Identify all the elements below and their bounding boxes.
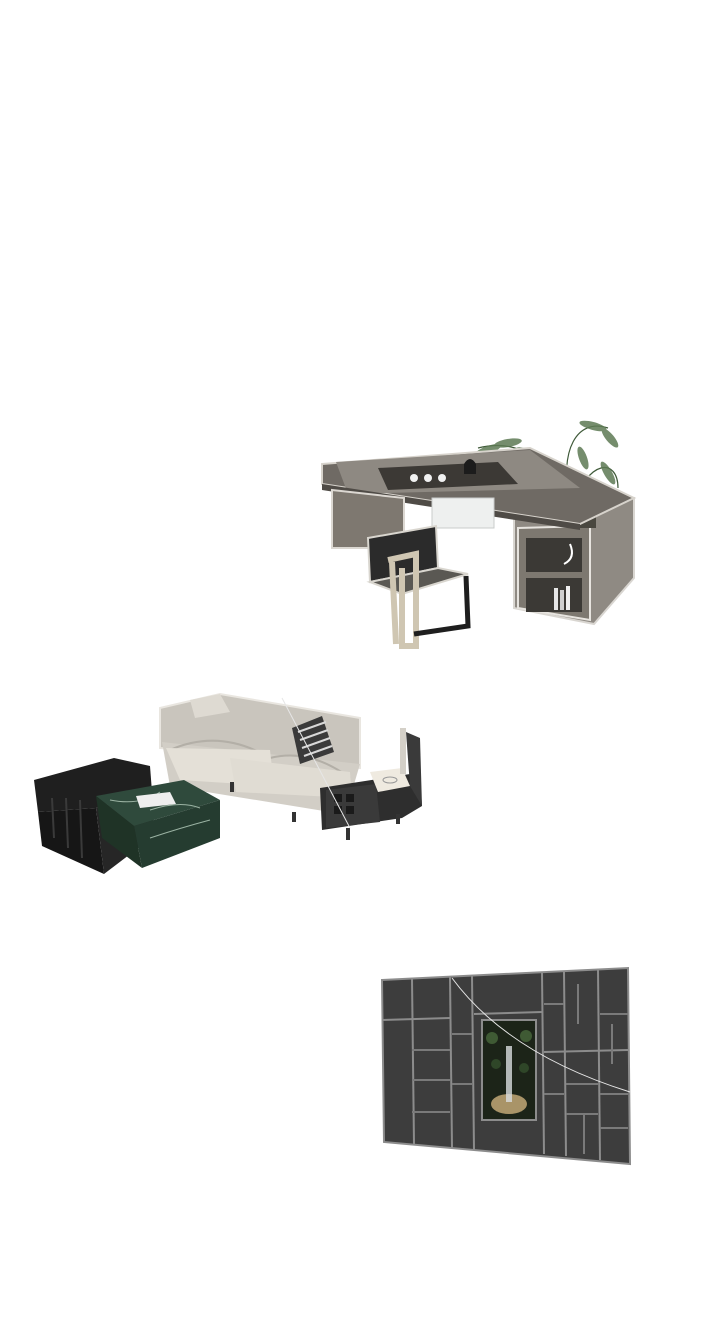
bookshelf-with-waterfall-panel-icon[interactable] [378,964,634,1168]
chair-icon [366,524,471,649]
coffee-table-icon [34,758,220,874]
waterfall-panel-icon [481,1019,537,1121]
light-pass-line [451,977,631,1093]
sofa-icon [159,692,422,840]
sofa-drawing [34,692,422,874]
tea-desk-drawing [321,420,637,649]
glass-block [431,497,495,529]
sofa-with-marble-coffee-table-icon[interactable] [30,688,428,880]
bookshelf-drawing [380,966,632,1166]
tea-desk-with-chair-and-plant-icon[interactable] [318,398,638,650]
desk-cabinet [513,496,635,626]
